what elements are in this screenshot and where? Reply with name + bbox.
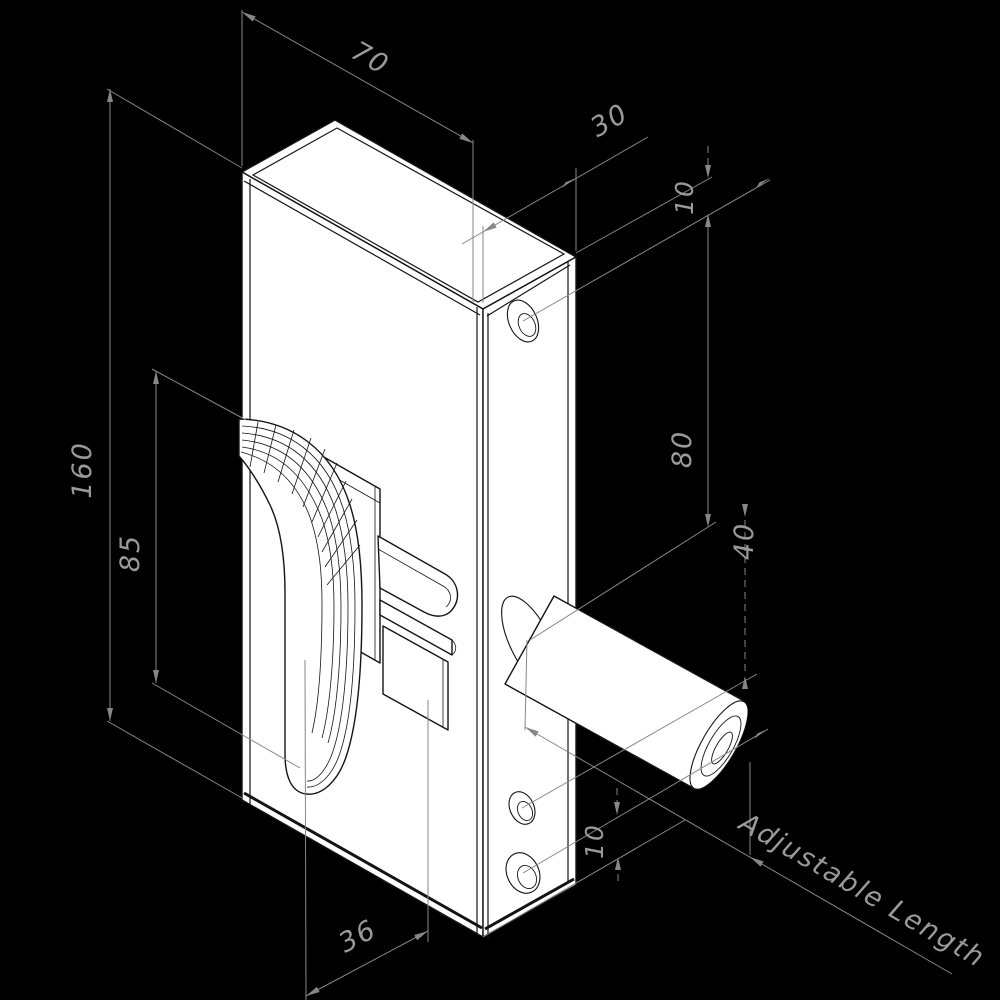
dim-bottom-holes-10: 10 [482, 728, 769, 938]
dim-80-label: 80 [667, 430, 698, 468]
dim-10-top-label: 10 [670, 179, 699, 215]
handle [238, 418, 363, 795]
dim-top-hole-10: 10 [522, 146, 771, 322]
right-face [482, 256, 577, 939]
handle-mesh [240, 421, 361, 788]
dim-160-label: 160 [67, 441, 98, 499]
dim-hole-to-pin-80: 80 [529, 216, 717, 641]
dim-40-label: 40 [729, 522, 760, 560]
dim-85-label: 85 [115, 534, 146, 572]
dim-36-label: 36 [334, 914, 383, 960]
dim-10-bottom-label: 10 [580, 823, 609, 859]
adjustable-length-label: Adjustable Length [732, 806, 990, 974]
dim-handle-85: 85 [115, 368, 301, 769]
dim-height-160: 160 [67, 88, 243, 799]
dim-30-label: 30 [585, 98, 634, 144]
dim-pin-to-hole-40: 40 [521, 504, 760, 809]
locking-pin [501, 595, 749, 790]
